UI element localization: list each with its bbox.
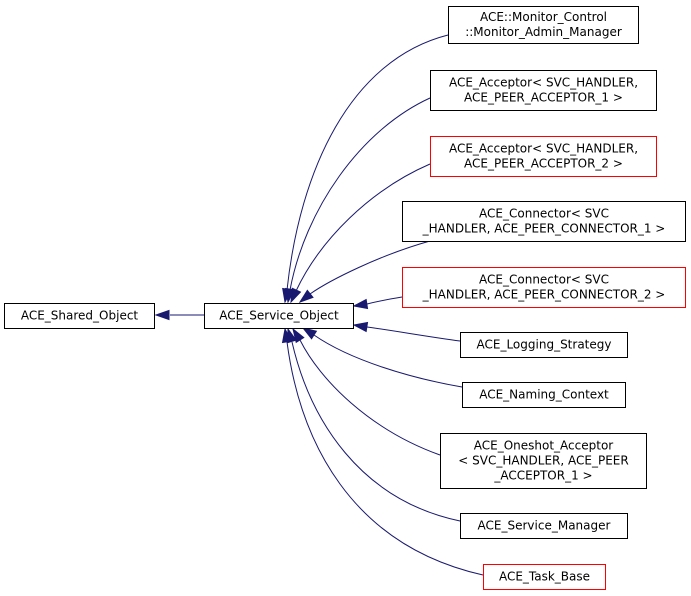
class-box — [430, 136, 657, 177]
edge-service_object-to-shared_object — [154, 309, 204, 321]
class-box — [462, 382, 626, 408]
class-name-line: _HANDLER, ACE_PEER_CONNECTOR_2 > — [422, 288, 666, 302]
arrowhead-icon — [301, 327, 318, 340]
edge-line — [366, 326, 461, 342]
edge-service_manager-to-service_object — [286, 327, 461, 522]
arrowhead-icon — [298, 289, 314, 303]
edge-line — [299, 339, 441, 456]
edge-line — [295, 163, 431, 292]
class-name-line: ACE_Oneshot_Acceptor — [474, 439, 614, 453]
class-box — [430, 70, 657, 111]
edge-line — [366, 296, 403, 305]
edge-line — [289, 97, 431, 291]
edge-line — [313, 334, 463, 388]
edge-task_base-to-service_object — [281, 327, 484, 576]
class-box — [483, 564, 606, 590]
class-nodes: ACE_Shared_Object ACE_Service_Object ACE::… — [4, 6, 686, 590]
class-box — [204, 303, 354, 329]
class-box — [448, 6, 639, 44]
class-node-service-manager[interactable]: ACE_Service_Manager — [460, 513, 628, 539]
arrowhead-icon — [154, 309, 170, 321]
edge-monitor_admin_manager-to-service_object — [282, 34, 449, 304]
class-name-line: ACE_PEER_ACCEPTOR_2 > — [464, 157, 623, 171]
arrowhead-icon — [352, 298, 369, 310]
class-name-line: ACE_Shared_Object — [21, 309, 139, 323]
class-box — [460, 513, 628, 539]
class-name-line: _ACCEPTOR_1 > — [493, 469, 592, 483]
class-box — [440, 433, 647, 489]
edge-connector_2-to-service_object — [352, 296, 403, 310]
edge-connector_1-to-service_object — [298, 240, 431, 303]
class-name-line: ACE_Service_Manager — [478, 519, 611, 533]
edge-line — [291, 341, 461, 522]
edge-line — [309, 240, 431, 295]
edge-line — [286, 341, 484, 576]
class-box — [402, 267, 686, 308]
class-name-line: ACE_Task_Base — [499, 570, 590, 584]
class-name-line: ACE_Acceptor< SVC_HANDLER, — [449, 76, 638, 90]
class-box — [4, 303, 155, 329]
class-name-line: ACE::Monitor_Control — [480, 10, 607, 24]
class-node-oneshot-acceptor[interactable]: ACE_Oneshot_Acceptor< SVC_HANDLER, ACE_P… — [440, 433, 647, 489]
class-node-logging-strategy[interactable]: ACE_Logging_Strategy — [460, 332, 628, 358]
class-name-line: ACE_Service_Object — [219, 309, 339, 323]
edge-acceptor_2-to-service_object — [290, 163, 431, 304]
class-node-connector-1[interactable]: ACE_Connector< SVC_HANDLER, ACE_PEER_CON… — [402, 201, 686, 242]
class-box — [402, 201, 686, 242]
class-box — [460, 332, 628, 358]
class-name-line: ACE_Acceptor< SVC_HANDLER, — [449, 142, 638, 156]
class-name-line: ::Monitor_Admin_Manager — [465, 25, 622, 39]
edge-line — [286, 34, 449, 291]
arrowhead-icon — [352, 321, 369, 333]
class-name-line: ACE_PEER_ACCEPTOR_1 > — [464, 91, 623, 105]
class-name-line: _HANDLER, ACE_PEER_CONNECTOR_1 > — [422, 222, 666, 236]
class-node-shared-object: ACE_Shared_Object — [4, 303, 155, 329]
class-node-connector-2[interactable]: ACE_Connector< SVC_HANDLER, ACE_PEER_CON… — [402, 267, 686, 308]
class-name-line: ACE_Connector< SVC — [479, 207, 609, 221]
class-node-naming-context[interactable]: ACE_Naming_Context — [462, 382, 626, 408]
class-name-line: ACE_Logging_Strategy — [477, 338, 612, 352]
edge-oneshot_acceptor-to-service_object — [292, 327, 441, 456]
class-name-line: < SVC_HANDLER, ACE_PEER — [458, 454, 628, 468]
arrowhead-icon — [290, 287, 302, 304]
class-node-acceptor-1[interactable]: ACE_Acceptor< SVC_HANDLER,ACE_PEER_ACCEP… — [430, 70, 657, 111]
inheritance-edges — [154, 34, 484, 576]
class-node-monitor-admin-manager[interactable]: ACE::Monitor_Control::Monitor_Admin_Mana… — [448, 6, 639, 44]
class-node-service-object[interactable]: ACE_Service_Object — [204, 303, 354, 329]
class-node-acceptor-2[interactable]: ACE_Acceptor< SVC_HANDLER,ACE_PEER_ACCEP… — [430, 136, 657, 177]
class-name-line: ACE_Naming_Context — [479, 388, 609, 402]
edge-logging_strategy-to-service_object — [352, 321, 461, 342]
class-name-line: ACE_Connector< SVC — [479, 273, 609, 287]
edge-naming_context-to-service_object — [301, 327, 463, 388]
class-node-task-base[interactable]: ACE_Task_Base — [483, 564, 606, 590]
arrowhead-icon — [281, 327, 293, 344]
